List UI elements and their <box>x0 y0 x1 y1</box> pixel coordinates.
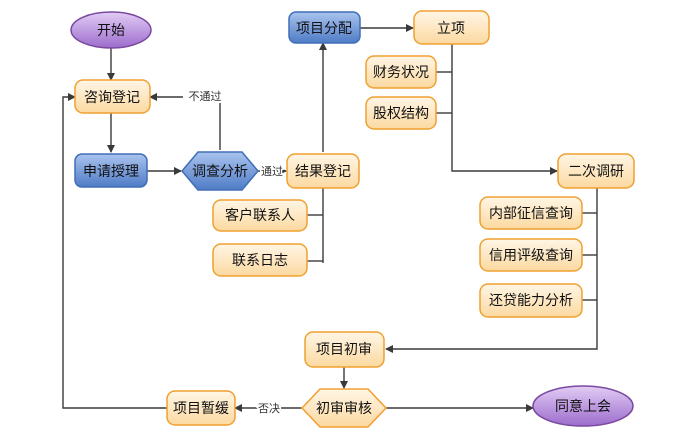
node-initial-review-label: 项目初审 <box>316 341 372 358</box>
node-equity: 股权结构 <box>365 96 437 130</box>
node-repay-label: 还贷能力分析 <box>489 293 573 309</box>
edge-investigate-consult <box>149 93 221 150</box>
node-customer-contact-label: 客户联系人 <box>225 207 295 224</box>
node-apply-label: 申请授理 <box>83 164 139 180</box>
node-contact-log: 联系日志 <box>212 243 308 277</box>
node-approve-project-label: 立项 <box>437 21 465 37</box>
node-finance-label: 财务状况 <box>373 65 429 81</box>
node-consult: 咨询登记 <box>74 79 151 114</box>
node-result-label: 结果登记 <box>295 164 351 180</box>
node-credit-rating-label: 信用评级查询 <box>489 248 573 264</box>
node-agree-label: 同意上会 <box>555 398 611 415</box>
node-initial-audit: 初审审核 <box>300 388 388 428</box>
node-credit-internal-label: 内部征信查询 <box>489 206 573 222</box>
edge-label-fail: 不通过 <box>189 90 222 103</box>
node-second-research-label: 二次调研 <box>568 164 624 180</box>
node-investigate-label: 调查分析 <box>192 164 248 180</box>
node-initial-review: 项目初审 <box>304 331 385 368</box>
node-credit-internal: 内部征信查询 <box>479 196 583 230</box>
node-start: 开始 <box>70 11 152 49</box>
node-credit-rating: 信用评级查询 <box>479 238 583 272</box>
node-customer-contact: 客户联系人 <box>212 199 308 232</box>
edge-label-pass: 通过 <box>261 165 283 178</box>
edge-suspend-consult <box>62 93 167 409</box>
node-initial-audit-label: 初审审核 <box>316 400 372 417</box>
edge-label-reject: 否决 <box>258 402 280 415</box>
node-assign-label: 项目分配 <box>296 21 352 37</box>
node-finance: 财务状况 <box>365 55 437 89</box>
node-start-label: 开始 <box>97 23 125 39</box>
node-agree: 同意上会 <box>532 385 634 427</box>
edge-approve-second <box>451 44 558 175</box>
node-second-research: 二次调研 <box>557 153 635 189</box>
node-contact-log-label: 联系日志 <box>232 253 288 269</box>
node-investigate: 调查分析 <box>181 151 259 191</box>
node-suspend-label: 项目暂缓 <box>173 401 229 417</box>
node-result: 结果登记 <box>286 153 360 189</box>
node-suspend: 项目暂缓 <box>166 390 236 426</box>
node-consult-label: 咨询登记 <box>84 90 140 106</box>
node-equity-label: 股权结构 <box>373 106 429 122</box>
edge-second-initial <box>385 304 598 353</box>
node-repay: 还贷能力分析 <box>479 283 583 318</box>
node-assign: 项目分配 <box>288 11 361 44</box>
node-apply: 申请授理 <box>74 153 148 188</box>
node-approve-project: 立项 <box>413 10 490 45</box>
edge-label-bg <box>183 89 227 103</box>
